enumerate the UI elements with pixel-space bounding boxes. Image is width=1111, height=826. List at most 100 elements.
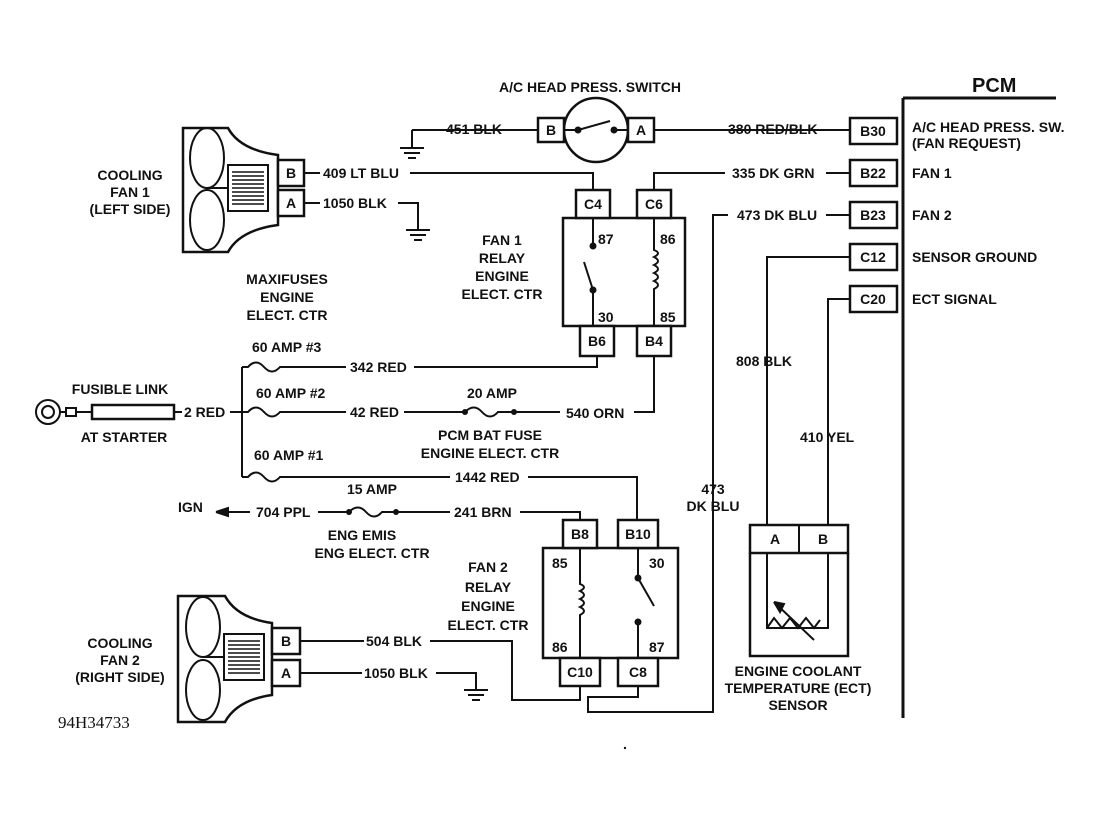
pcm-pin-b22: B22 FAN 1 [848, 158, 952, 188]
motor-winding-lines [232, 171, 264, 205]
ect-pin-b: B [818, 531, 828, 547]
ground-symbol [406, 229, 430, 241]
pcm-pin-c12: C12 SENSOR GROUND [848, 242, 1037, 272]
maxifuse-3-label: 60 AMP #3 [252, 339, 321, 355]
relay2-label-line2: RELAY [465, 579, 512, 595]
svg-text:MAXIFUSES: MAXIFUSES [246, 271, 328, 287]
pin-label: B23 [860, 207, 886, 223]
pcm-pin-b23: B23 FAN 2 [848, 200, 952, 230]
ac-head-pressure-switch: A/C HEAD PRESS. SWITCH B A [499, 79, 681, 164]
ac-switch-title: A/C HEAD PRESS. SWITCH [499, 79, 681, 95]
pin-label: B30 [860, 123, 886, 139]
ign-arrow [215, 506, 229, 518]
wire-label-241: 241 BRN [454, 504, 512, 520]
cooling-fan-1: COOLING FAN 1 (LEFT SIDE) B A [90, 126, 306, 254]
relay2-label-line1: FAN 2 [468, 559, 508, 575]
ect-label-line1: ENGINE COOLANT [735, 663, 862, 679]
wire-label-808: 808 BLK [736, 353, 792, 369]
eng-emis-fuse [342, 506, 389, 518]
maxifuse-1 [242, 471, 286, 483]
relay2-terminal-85: 85 [552, 555, 568, 571]
svg-text:ENGINE: ENGINE [260, 289, 314, 305]
pin-function-sublabel: (FAN REQUEST) [912, 135, 1021, 151]
pcm-bat-fuse [458, 406, 505, 418]
wire-label-504: 504 BLK [366, 633, 422, 649]
fan1-relay: FAN 1 RELAY ENGINE ELECT. CTR C4 C6 B6 B… [462, 188, 687, 358]
wire-808 [766, 256, 850, 525]
pin-label: C20 [860, 291, 886, 307]
pcm-module: PCM B30 A/C HEAD PRESS. SW. (FAN REQUEST… [848, 75, 1064, 718]
wire-label-704: 704 PPL [256, 504, 311, 520]
ect-label-line3: SENSOR [768, 697, 827, 713]
maxifuses-label: MAXIFUSES ENGINE ELECT. CTR [246, 271, 328, 323]
pcm-title: PCM [972, 75, 1016, 97]
wire-1442 [528, 476, 638, 520]
relay2-connector-c10: C10 [567, 664, 593, 680]
fusible-link-label-line1: FUSIBLE LINK [72, 381, 168, 397]
wire-label-410: 410 YEL [800, 429, 855, 445]
relay1-terminal-30: 30 [598, 309, 614, 325]
stray-dot [623, 746, 627, 750]
relay1-connector-b6: B6 [588, 333, 606, 349]
relay1-connector-b4: B4 [645, 333, 663, 349]
pin-label: B22 [860, 165, 886, 181]
svg-text:ELECT. CTR: ELECT. CTR [247, 307, 328, 323]
maxifuse-2-label: 60 AMP #2 [256, 385, 325, 401]
pcm-bat-fuse-amp: 20 AMP [467, 385, 517, 401]
wire-409 [410, 172, 594, 190]
relay1-terminal-85: 85 [660, 309, 676, 325]
eng-emis-label-line2: ENG ELECT. CTR [314, 545, 429, 561]
cooling-fan-2: COOLING FAN 2 (RIGHT SIDE) B A [75, 594, 302, 724]
relay1-terminal-86: 86 [660, 231, 676, 247]
wire-1050-top [398, 202, 419, 230]
ground-symbol [400, 130, 424, 159]
relay1-label-line3: ENGINE [475, 268, 529, 284]
fan2-label-line1: COOLING [87, 635, 152, 651]
relay1-terminal-87: 87 [598, 231, 614, 247]
thermistor-symbol [766, 616, 821, 630]
wire-342 [414, 356, 598, 368]
pin-label: C12 [860, 249, 886, 265]
wire-label-473-vertical-1: 473 [701, 481, 725, 497]
wire-label-540: 540 ORN [566, 405, 624, 421]
relay2-connector-b10: B10 [625, 526, 651, 542]
relay1-label-line4: ELECT. CTR [462, 286, 543, 302]
pcm-pin-b30: B30 A/C HEAD PRESS. SW. (FAN REQUEST) [848, 116, 1064, 151]
ect-sensor: A B ENGINE COOLANT TEMPERATURE (ECT) SEN… [725, 523, 872, 713]
wire-label-1050-top: 1050 BLK [323, 195, 387, 211]
relay2-connector-b8: B8 [571, 526, 589, 542]
ground-symbol [464, 689, 488, 701]
pcm-pin-c20: C20 ECT SIGNAL [848, 284, 997, 314]
ac-switch-pin-a: A [636, 122, 646, 138]
relay1-label-line1: FAN 1 [482, 232, 522, 248]
maxifuse-1-label: 60 AMP #1 [254, 447, 323, 463]
ect-pin-a: A [770, 531, 780, 547]
fan2-label-line3: (RIGHT SIDE) [75, 669, 164, 685]
wire-label-473: 473 DK BLU [737, 207, 817, 223]
relay2-terminal-30: 30 [649, 555, 665, 571]
relay1-label-line2: RELAY [479, 250, 526, 266]
pin-function-label: SENSOR GROUND [912, 249, 1037, 265]
figure-id: 94H34733 [58, 713, 130, 732]
wire-label-409: 409 LT BLU [323, 165, 399, 181]
fan1-label-line1: COOLING [97, 167, 162, 183]
ac-switch-pin-b: B [546, 122, 556, 138]
fan2-pin-b: B [281, 633, 291, 649]
relay1-connector-c4: C4 [584, 196, 602, 212]
ect-label-line2: TEMPERATURE (ECT) [725, 680, 872, 696]
pcm-bat-fuse-label-line2: ENGINE ELECT. CTR [421, 445, 559, 461]
relay2-terminal-87: 87 [649, 639, 665, 655]
wire-label-1442: 1442 RED [455, 469, 520, 485]
pin-function-label: FAN 2 [912, 207, 952, 223]
ign-label: IGN [178, 499, 203, 515]
pin-function-label: A/C HEAD PRESS. SW. [912, 119, 1064, 135]
pin-function-label: FAN 1 [912, 165, 952, 181]
wire-540 [634, 356, 655, 413]
wire-1050-bottom [436, 672, 477, 690]
wire-label-42: 42 RED [350, 404, 399, 420]
wire-label-2: 2 RED [184, 404, 225, 420]
wire-label-451: 451 BLK [446, 121, 502, 137]
fusible-link [90, 403, 176, 421]
wire-410 [827, 298, 850, 525]
wire-335 [653, 172, 671, 190]
